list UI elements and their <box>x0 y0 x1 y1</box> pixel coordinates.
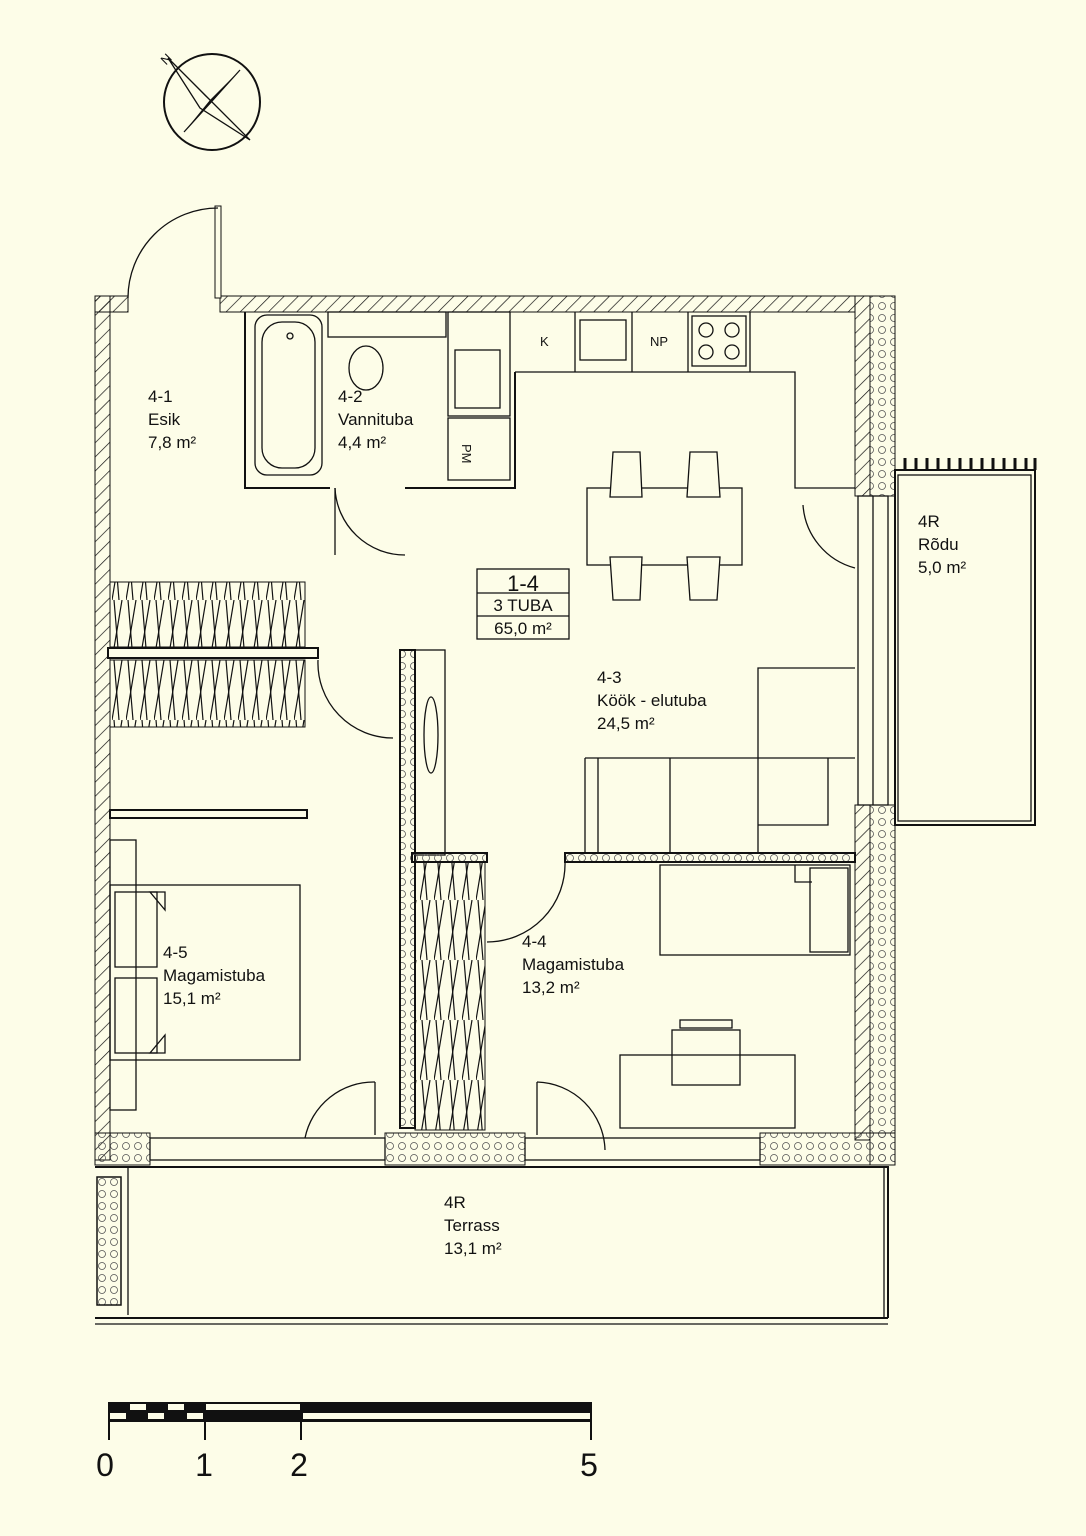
svg-text:Magamistuba: Magamistuba <box>522 955 625 974</box>
svg-text:4-5: 4-5 <box>163 943 188 962</box>
scale-tick-1: 1 <box>195 1447 213 1483</box>
bedroom-4-5-furniture <box>109 839 376 1139</box>
room-label-balcony: 4R Rõdu 5,0 m² <box>918 512 967 577</box>
room-label-4-5: 4-5 Magamistuba 15,1 m² <box>163 943 266 1008</box>
svg-text:4-1: 4-1 <box>148 387 173 406</box>
svg-text:15,1 m²: 15,1 m² <box>163 989 221 1008</box>
svg-text:4,4 m²: 4,4 m² <box>338 433 387 452</box>
svg-text:13,2 m²: 13,2 m² <box>522 978 580 997</box>
svg-text:4-2: 4-2 <box>338 387 363 406</box>
hallway-wardrobe <box>107 581 394 819</box>
svg-text:4R: 4R <box>918 512 940 531</box>
bedroom-4-4-furniture <box>536 864 851 1151</box>
scale-tick-2: 2 <box>290 1447 308 1483</box>
apartment-type: 3 TUBA <box>493 596 553 615</box>
room-label-4-1: 4-1 Esik 7,8 m² <box>148 387 197 452</box>
entrance-door <box>127 205 222 299</box>
apartment-area: 65,0 m² <box>494 619 552 638</box>
svg-text:4-4: 4-4 <box>522 932 547 951</box>
svg-text:4-3: 4-3 <box>597 668 622 687</box>
svg-text:24,5 m²: 24,5 m² <box>597 714 655 733</box>
washer-label: PM <box>459 444 474 464</box>
svg-text:Köök - elutuba: Köök - elutuba <box>597 691 707 710</box>
bathroom-walls: PM <box>244 311 516 556</box>
fridge-label: K <box>540 334 549 349</box>
apartment-label: 1-4 3 TUBA 65,0 m² <box>476 568 570 640</box>
compass: N <box>158 51 261 151</box>
svg-text:Esik: Esik <box>148 410 181 429</box>
interior-walls <box>399 649 856 1131</box>
room-label-4-4: 4-4 Magamistuba 13,2 m² <box>522 932 625 997</box>
balcony <box>894 458 1037 826</box>
svg-text:5,0 m²: 5,0 m² <box>918 558 967 577</box>
terrace <box>95 1166 889 1325</box>
room-label-4-3: 4-3 Köök - elutuba 24,5 m² <box>597 668 707 733</box>
sofa <box>584 667 855 853</box>
svg-text:Magamistuba: Magamistuba <box>163 966 266 985</box>
apartment-number: 1-4 <box>507 571 539 596</box>
svg-text:Vannituba: Vannituba <box>338 410 414 429</box>
svg-text:13,1 m²: 13,1 m² <box>444 1239 502 1258</box>
exterior-walls <box>94 295 896 1166</box>
dining-table <box>586 451 743 601</box>
scale-tick-0: 0 <box>96 1447 114 1483</box>
scale-tick-5: 5 <box>580 1447 598 1483</box>
kitchen-counter: K NP <box>515 312 856 569</box>
scale-bar: 0 1 2 5 <box>96 1402 598 1483</box>
svg-text:4R: 4R <box>444 1193 466 1212</box>
dishwasher-label: NP <box>650 334 668 349</box>
room-label-4-2: 4-2 Vannituba 4,4 m² <box>338 387 414 452</box>
svg-text:Terrass: Terrass <box>444 1216 500 1235</box>
svg-text:Rõdu: Rõdu <box>918 535 959 554</box>
room-label-terrace: 4R Terrass 13,1 m² <box>444 1193 502 1258</box>
svg-text:7,8 m²: 7,8 m² <box>148 433 197 452</box>
